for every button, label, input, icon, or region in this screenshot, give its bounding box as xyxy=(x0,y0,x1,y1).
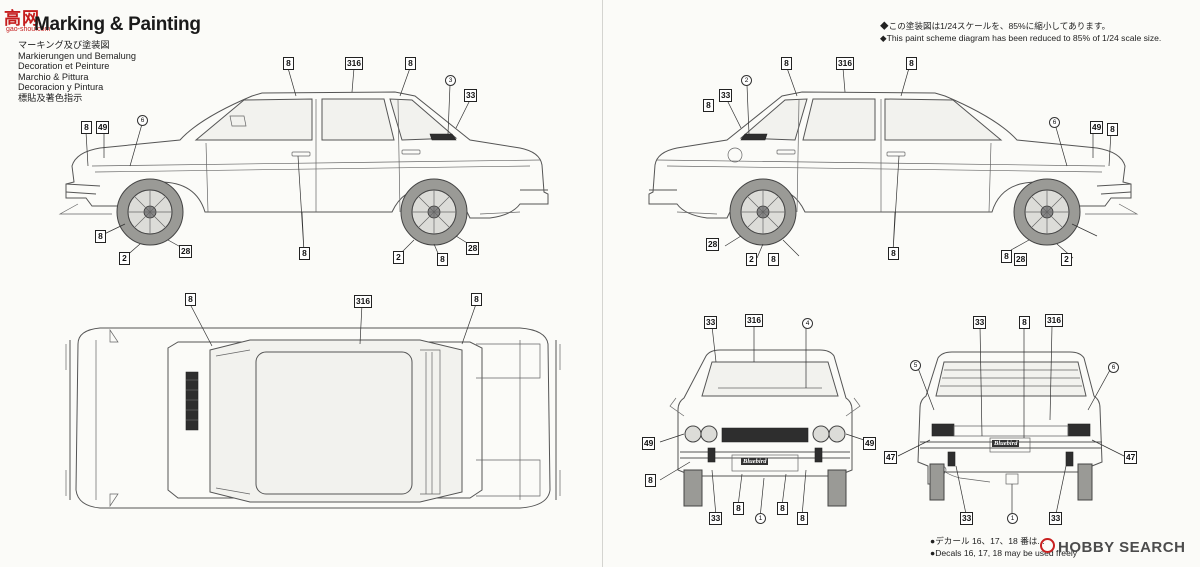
callout-decal: 47 xyxy=(884,451,898,464)
callout-decal: 2 xyxy=(1061,253,1072,266)
callout-decal: 316 xyxy=(836,57,854,70)
callout-decal: 8 xyxy=(1019,316,1030,329)
callout-decal: 8 xyxy=(888,247,899,260)
callout-decal: 8 xyxy=(283,57,294,70)
callout-decal: 49 xyxy=(96,121,110,134)
scale-note-jp: ◆この塗装図は1/24スケールを、85%に縮小してあります。 xyxy=(880,21,1111,31)
callout-decal: 8 xyxy=(645,474,656,487)
callout-paint: 1 xyxy=(755,513,766,524)
callout-paint: 1 xyxy=(1007,513,1018,524)
callout-decal: 49 xyxy=(642,437,656,450)
callout-decal: 8 xyxy=(733,502,744,515)
callout-paint: 6 xyxy=(137,115,148,126)
title-fr: Decoration et Peinture xyxy=(18,61,110,71)
callout-decal: 8 xyxy=(471,293,482,306)
callout-decal: 8 xyxy=(299,247,310,260)
watermark-logo: HOBBY SEARCH xyxy=(1040,538,1185,556)
title-translations: マーキング及び塗装図 Markierungen und Bemalung Dec… xyxy=(18,40,136,103)
callout-decal: 316 xyxy=(1045,314,1063,327)
page-title: Marking & Painting xyxy=(34,14,201,35)
callout-paint: 2 xyxy=(741,75,752,86)
callout-decal: 47 xyxy=(1124,451,1138,464)
callout-decal: 8 xyxy=(437,253,448,266)
watermark-ring-icon xyxy=(1040,538,1055,553)
callout-decal: 33 xyxy=(960,512,974,525)
scale-note-en: ◆This paint scheme diagram has been redu… xyxy=(880,33,1162,43)
callout-paint: 6 xyxy=(1049,117,1060,128)
callout-decal: 33 xyxy=(704,316,718,329)
callout-paint: 5 xyxy=(910,360,921,371)
callout-paint: 6 xyxy=(1108,362,1119,373)
callout-paint: 3 xyxy=(445,75,456,86)
callout-decal: 8 xyxy=(797,512,808,525)
front-view xyxy=(659,325,871,519)
callout-decal: 33 xyxy=(1049,512,1063,525)
rear-view xyxy=(897,325,1125,515)
top-view xyxy=(65,303,561,509)
callout-decal: 8 xyxy=(1107,123,1118,136)
callout-decal: 2 xyxy=(119,252,130,265)
callout-decal: 8 xyxy=(81,121,92,134)
callout-paint: 4 xyxy=(802,318,813,329)
callout-decal: 28 xyxy=(466,242,480,255)
callout-decal: 316 xyxy=(745,314,763,327)
callout-decal: 316 xyxy=(345,57,363,70)
callout-decal: 8 xyxy=(768,253,779,266)
callout-decal: 8 xyxy=(185,293,196,306)
callout-decal: 33 xyxy=(464,89,478,102)
callout-decal: 316 xyxy=(354,295,372,308)
callout-decal: 28 xyxy=(179,245,193,258)
site-logo: 高网 xyxy=(4,9,40,28)
callout-decal: 8 xyxy=(405,57,416,70)
scale-note: ◆この塗装図は1/24スケールを、85%に縮小してあります。 ◆This pai… xyxy=(880,20,1161,44)
title-it: Marchio & Pittura xyxy=(18,71,89,82)
callout-decal: 2 xyxy=(746,253,757,266)
page-fold xyxy=(602,0,603,567)
callout-decal: 8 xyxy=(781,57,792,70)
callout-decal: 49 xyxy=(1090,121,1104,134)
site-logo-url: gao-shou.com xyxy=(6,26,51,33)
decal-note: ●デカール 16、17、18 番は... ●Decals 16, 17, 18 … xyxy=(930,535,1077,559)
callout-decal: 28 xyxy=(1014,253,1028,266)
callout-decal: 8 xyxy=(777,502,788,515)
title-es: Decoracion y Pintura xyxy=(18,82,104,92)
title-de: Markierungen und Bemalung xyxy=(18,50,136,61)
callout-decal: 2 xyxy=(393,251,404,264)
rear-emblem: Bluebird xyxy=(992,440,1020,447)
callout-decal: 8 xyxy=(906,57,917,70)
callout-decal: 33 xyxy=(709,512,723,525)
title-cn: 標貼及著色指示 xyxy=(18,92,83,103)
callout-decal: 33 xyxy=(719,89,733,102)
title-jp: マーキング及び塗装図 xyxy=(18,40,110,50)
callout-decal: 8 xyxy=(1001,250,1012,263)
callout-decal: 28 xyxy=(706,238,720,251)
front-emblem: Bluebird xyxy=(741,458,769,465)
callout-decal: 8 xyxy=(95,230,106,243)
callout-decal: 8 xyxy=(703,99,714,112)
callout-decal: 49 xyxy=(863,437,877,450)
decal-note-en: ●Decals 16, 17, 18 may be used freely xyxy=(930,548,1078,558)
callout-decal: 33 xyxy=(973,316,987,329)
side-view-left xyxy=(58,67,549,259)
decal-note-jp: ●デカール 16、17、18 番は... xyxy=(930,536,1045,546)
side-view-right xyxy=(648,67,1139,259)
